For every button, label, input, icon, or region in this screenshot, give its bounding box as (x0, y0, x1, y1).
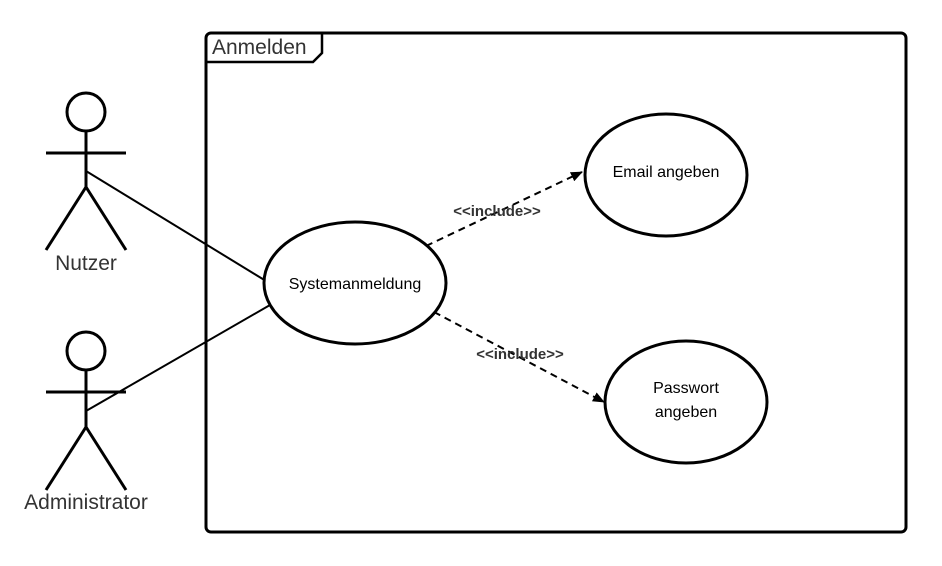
association-admin-login (85, 304, 271, 412)
frame-title-tab (206, 33, 324, 64)
use-case-passwort-angeben: Passwort angeben (603, 339, 769, 465)
actor-leg-right (84, 186, 128, 251)
use-case-systemanmeldung: Systemanmeldung (262, 220, 448, 346)
include-arrow-password (433, 311, 605, 403)
actor-leg-left (44, 426, 88, 491)
include-label-email: <<include>> (453, 203, 541, 220)
use-case-label: Email angeben (613, 164, 720, 181)
actor-label-administrator: Administrator (24, 491, 148, 514)
system-frame (204, 31, 908, 534)
use-case-ellipse (583, 112, 749, 238)
actor-head (65, 91, 107, 133)
use-case-label-line1: Passwort (653, 380, 719, 397)
use-case-label: Systemanmeldung (289, 276, 422, 293)
include-label-password: <<include>> (476, 346, 564, 363)
actor-leg-right (84, 426, 128, 491)
system-boundary: Anmelden (204, 31, 908, 534)
actor-administrator (44, 330, 128, 491)
actor-leg-left (44, 186, 88, 251)
actor-head (65, 330, 107, 372)
association-nutzer-login (85, 170, 267, 282)
use-case-label-line2: angeben (655, 404, 717, 421)
use-case-ellipse (603, 339, 769, 465)
system-title: Anmelden (212, 36, 307, 59)
actor-label-nutzer: Nutzer (55, 252, 117, 275)
actor-nutzer (44, 91, 128, 251)
use-case-ellipse (262, 220, 448, 346)
include-arrow-email (425, 171, 583, 247)
use-case-email-angeben: Email angeben (583, 112, 749, 238)
